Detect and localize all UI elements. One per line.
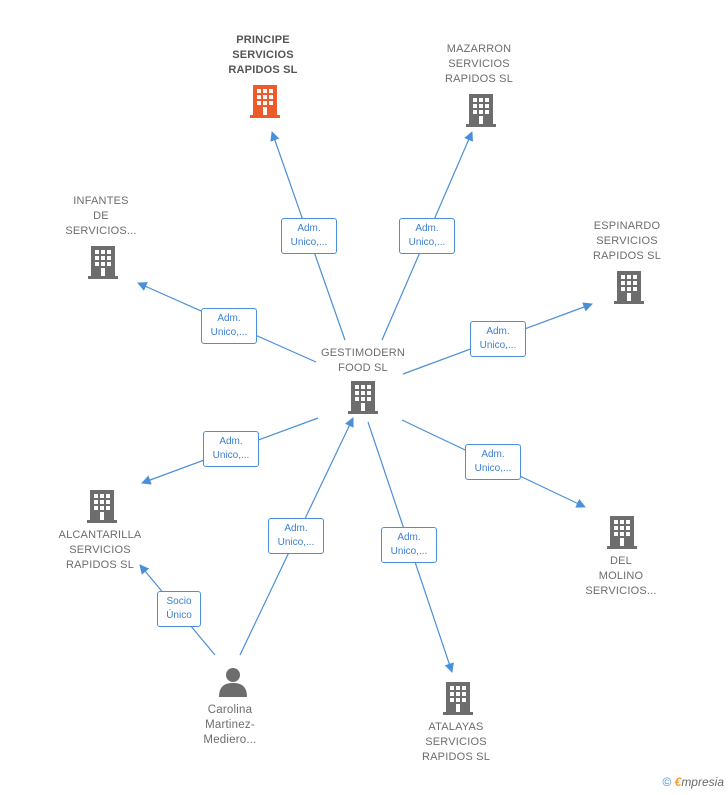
building-icon-infantes[interactable] xyxy=(87,245,119,279)
edge-label-line: Unico,... xyxy=(210,327,248,338)
node-label-line: SERVICIOS xyxy=(69,544,131,556)
edge-label-line: Unico,... xyxy=(212,450,250,461)
building-icon-espinardo[interactable] xyxy=(613,270,645,304)
building-icon-alcantarilla[interactable] xyxy=(86,489,118,523)
edge-label-line: Socio xyxy=(166,596,192,607)
edge-label-infantes[interactable]: Adm. Unico,... xyxy=(201,308,257,344)
node-label-line: SERVICIOS... xyxy=(585,585,657,597)
node-label-line: RAPIDOS SL xyxy=(421,751,491,763)
node-label-line: Carolina xyxy=(207,704,253,716)
person-icon-carolina[interactable] xyxy=(218,667,248,697)
edge-label-line: Adm. xyxy=(217,313,241,324)
edge-label-delmolino[interactable]: Adm. Unico,... xyxy=(465,444,521,480)
building-icon-principe[interactable] xyxy=(249,84,281,118)
edge-label-line: Unico,... xyxy=(474,463,512,474)
node-label-espinardo[interactable]: ESPINARDO SERVICIOS RAPIDOS SL xyxy=(567,219,687,264)
node-label-line: GESTIMODERN xyxy=(320,347,406,359)
brand-name: mpresia xyxy=(681,775,724,789)
edge-label-line: Unico,... xyxy=(390,546,428,557)
edge-label-line: Único xyxy=(166,610,192,621)
node-label-line: RAPIDOS SL xyxy=(65,559,135,571)
edge-label-principe[interactable]: Adm. Unico,... xyxy=(281,218,337,254)
footer-credit: © €mpresia xyxy=(662,775,724,789)
node-label-line: ATALAYAS xyxy=(428,721,484,733)
node-label-delmolino[interactable]: DEL MOLINO SERVICIOS... xyxy=(561,554,681,599)
edge-label-carolina-center[interactable]: Adm. Unico,... xyxy=(268,518,324,554)
node-label-atalayas[interactable]: ATALAYAS SERVICIOS RAPIDOS SL xyxy=(396,720,516,765)
building-icon-delmolino[interactable] xyxy=(606,515,638,549)
edge-label-line: Adm. xyxy=(486,326,510,337)
node-label-center[interactable]: GESTIMODERN FOOD SL xyxy=(303,346,423,376)
node-label-mazarron[interactable]: MAZARRON SERVICIOS RAPIDOS SL xyxy=(419,42,539,87)
edge-label-line: Adm. xyxy=(219,436,243,447)
edge-label-line: Unico,... xyxy=(408,237,446,248)
edge-label-carolina-alcantarilla[interactable]: Socio Único xyxy=(157,591,201,627)
node-label-line: MAZARRON xyxy=(446,43,512,55)
node-label-line: Mediero... xyxy=(203,734,257,746)
node-label-line: DEL xyxy=(610,555,632,567)
edge-label-espinardo[interactable]: Adm. Unico,... xyxy=(470,321,526,357)
node-label-principe[interactable]: PRINCIPE SERVICIOS RAPIDOS SL xyxy=(203,33,323,78)
node-label-line: SERVICIOS xyxy=(232,49,294,61)
brand-logo-mark: € xyxy=(674,775,682,789)
node-label-line: SERVICIOS xyxy=(448,58,510,70)
node-label-alcantarilla[interactable]: ALCANTARILLA SERVICIOS RAPIDOS SL xyxy=(40,528,160,573)
edge-label-line: Unico,... xyxy=(290,237,328,248)
node-label-line: ESPINARDO xyxy=(593,220,661,232)
edge-label-line: Unico,... xyxy=(277,537,315,548)
node-label-line: ALCANTARILLA xyxy=(58,529,142,541)
edge-label-line: Unico,... xyxy=(479,340,517,351)
edge-label-line: Adm. xyxy=(415,223,439,234)
node-label-carolina[interactable]: Carolina Martinez- Mediero... xyxy=(170,703,290,748)
building-icon-mazarron[interactable] xyxy=(465,93,497,127)
node-label-line: RAPIDOS SL xyxy=(228,64,298,76)
edge-label-alcantarilla[interactable]: Adm. Unico,... xyxy=(203,431,259,467)
node-label-line: FOOD SL xyxy=(338,362,388,374)
edge-label-line: Adm. xyxy=(397,532,421,543)
node-label-line: RAPIDOS SL xyxy=(592,250,662,262)
edge-label-mazarron[interactable]: Adm. Unico,... xyxy=(399,218,455,254)
copyright-symbol: © xyxy=(662,775,672,789)
node-label-infantes[interactable]: INFANTES DE SERVICIOS... xyxy=(41,194,161,239)
building-icon-atalayas[interactable] xyxy=(442,681,474,715)
node-label-line: DE xyxy=(93,210,109,222)
node-label-line: RAPIDOS SL xyxy=(444,73,514,85)
edge-label-line: Adm. xyxy=(297,223,321,234)
node-label-line: MOLINO xyxy=(598,570,644,582)
node-label-line: SERVICIOS xyxy=(596,235,658,247)
node-label-line: SERVICIOS xyxy=(425,736,487,748)
edge-label-line: Adm. xyxy=(481,449,505,460)
edge-label-atalayas[interactable]: Adm. Unico,... xyxy=(381,527,437,563)
node-label-line: Martinez- xyxy=(205,719,255,731)
node-label-line: SERVICIOS... xyxy=(65,225,137,237)
building-icon-center[interactable] xyxy=(347,380,379,414)
node-label-line: PRINCIPE xyxy=(236,34,290,46)
edge-label-line: Adm. xyxy=(284,523,308,534)
node-label-line: INFANTES xyxy=(73,195,129,207)
